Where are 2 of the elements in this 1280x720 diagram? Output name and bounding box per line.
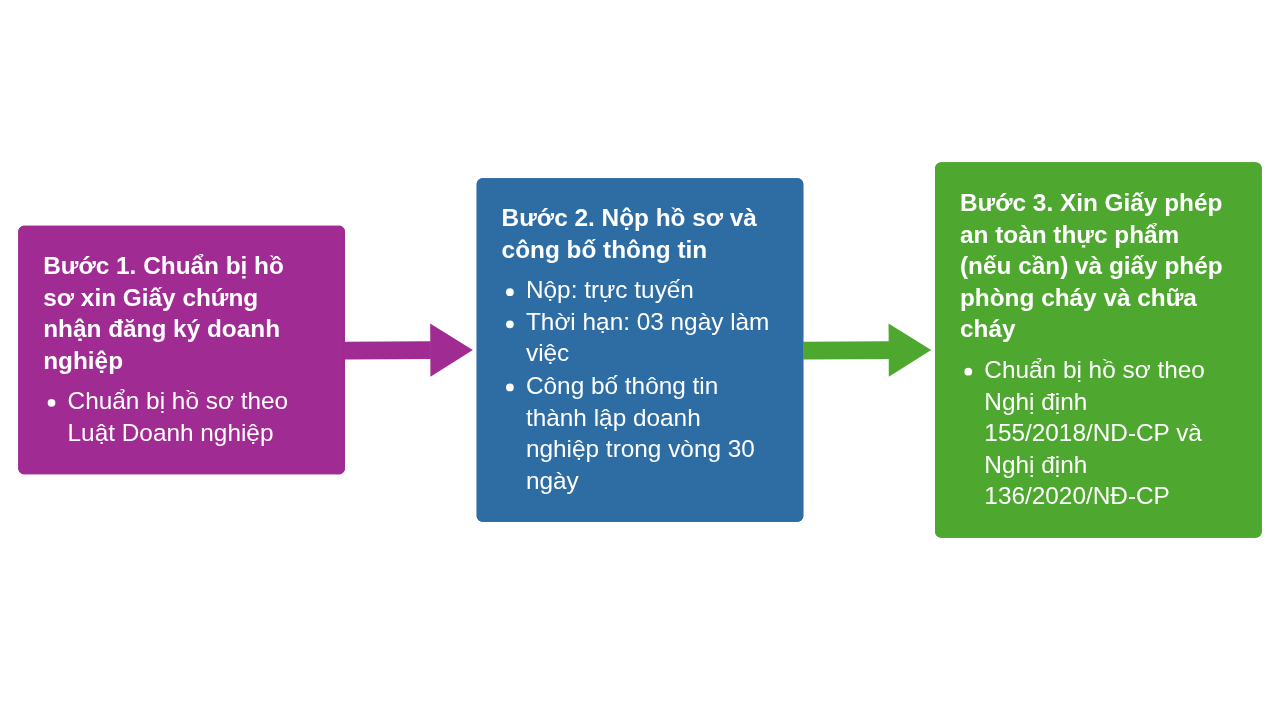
arrow [803,323,932,377]
arrow [344,323,473,377]
